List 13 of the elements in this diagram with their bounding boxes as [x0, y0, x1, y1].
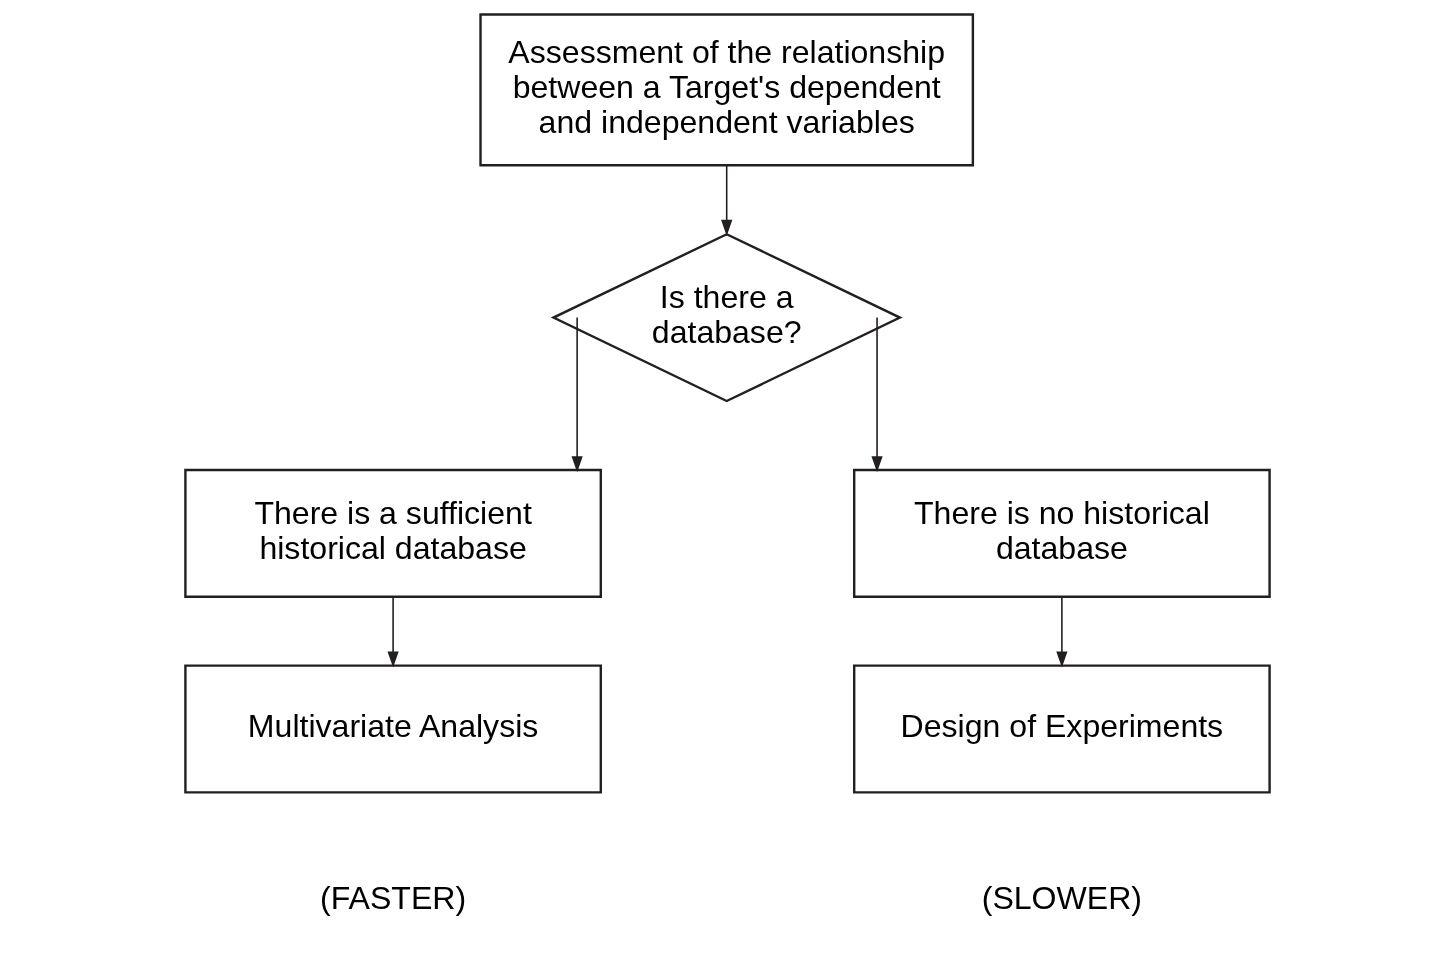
node-label: (FASTER): [319, 880, 466, 917]
node-box: Assessment of the relationship between a Target's dependent and independent variables: [478, 13, 974, 167]
node-box: There is no historical database: [852, 468, 1271, 598]
arrow: [571, 316, 583, 473]
arrow: [1055, 596, 1067, 668]
node-diamond: Is there a database?: [550, 232, 903, 403]
arrow: [387, 596, 399, 668]
node-label: (SLOWER): [981, 880, 1142, 917]
arrow: [720, 164, 732, 236]
node-box: Design of Experiments: [852, 664, 1271, 794]
node-box: Multivariate Analysis: [183, 664, 602, 794]
arrow: [870, 316, 883, 473]
node-box: There is a sufficient historical database: [183, 468, 602, 598]
